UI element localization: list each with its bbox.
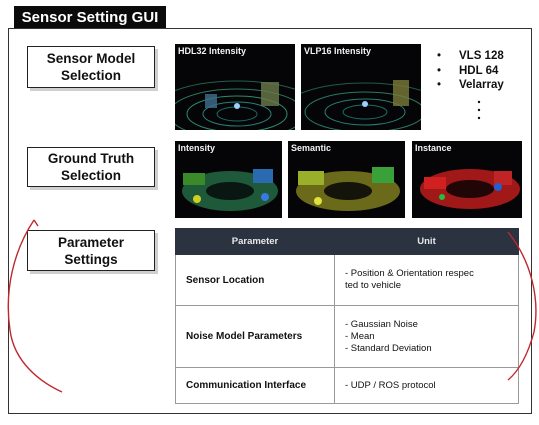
- lidar-scan-image: [182, 169, 278, 211]
- parameter-unit-cell: - UDP / ROS protocol: [334, 367, 519, 404]
- sensor-model-item[interactable]: •HDL 64: [437, 64, 499, 77]
- sensor-option-hdl32[interactable]: HDL32 Intensity: [175, 44, 295, 130]
- parameter-settings-label: Parameter Settings: [27, 230, 155, 271]
- table-row[interactable]: Noise Model Parameters - Gaussian Noise …: [175, 305, 519, 368]
- window-title: Sensor Setting GUI: [14, 6, 166, 29]
- column-header-parameter: Parameter: [175, 228, 335, 255]
- table-row[interactable]: Communication Interface - UDP / ROS prot…: [175, 367, 519, 404]
- ground-truth-option-instance[interactable]: Instance: [412, 141, 522, 218]
- sensor-option-label: VLP16 Intensity: [304, 46, 372, 56]
- parameter-unit-cell: - Position & Orientation respec ted to v…: [334, 254, 519, 306]
- ground-truth-selection-label: Ground Truth Selection: [27, 147, 155, 187]
- sensor-model-item[interactable]: •VLS 128: [437, 50, 504, 62]
- table-header-row: Parameter Unit: [175, 228, 519, 255]
- lidar-scan-image: [296, 167, 400, 211]
- ground-truth-option-label: Instance: [415, 143, 452, 153]
- parameter-name-cell: Communication Interface: [175, 367, 335, 404]
- lidar-scan-image: [175, 80, 295, 130]
- bullet-icon: •: [437, 50, 442, 62]
- more-sensor-models-list: •VLS 128 •HDL 64 •Velarray: [437, 49, 504, 93]
- lidar-scan-image: [420, 169, 520, 209]
- parameter-name-cell: Noise Model Parameters: [175, 305, 335, 368]
- lidar-scan-image: [301, 80, 421, 130]
- parameter-table: Parameter Unit Sensor Location - Positio…: [175, 228, 519, 404]
- sensor-model-item[interactable]: •Velarray: [437, 79, 504, 91]
- ground-truth-option-label: Intensity: [178, 143, 216, 153]
- sensor-model-selection-label: Sensor Model Selection: [27, 46, 155, 88]
- parameter-unit-cell: - Gaussian Noise - Mean - Standard Devia…: [334, 305, 519, 368]
- ground-truth-option-label: Semantic: [291, 143, 332, 153]
- parameter-name-cell: Sensor Location: [175, 254, 335, 306]
- column-header-unit: Unit: [334, 228, 519, 255]
- sensor-option-label: HDL32 Intensity: [178, 46, 247, 56]
- ground-truth-option-semantic[interactable]: Semantic: [288, 141, 405, 218]
- table-row[interactable]: Sensor Location - Position & Orientation…: [175, 254, 519, 306]
- bullet-icon: •: [437, 64, 442, 77]
- ground-truth-option-intensity[interactable]: Intensity: [175, 141, 282, 218]
- sensor-option-vlp16[interactable]: VLP16 Intensity: [301, 44, 421, 130]
- bullet-icon: •: [437, 79, 442, 91]
- more-options-icon: [477, 100, 481, 120]
